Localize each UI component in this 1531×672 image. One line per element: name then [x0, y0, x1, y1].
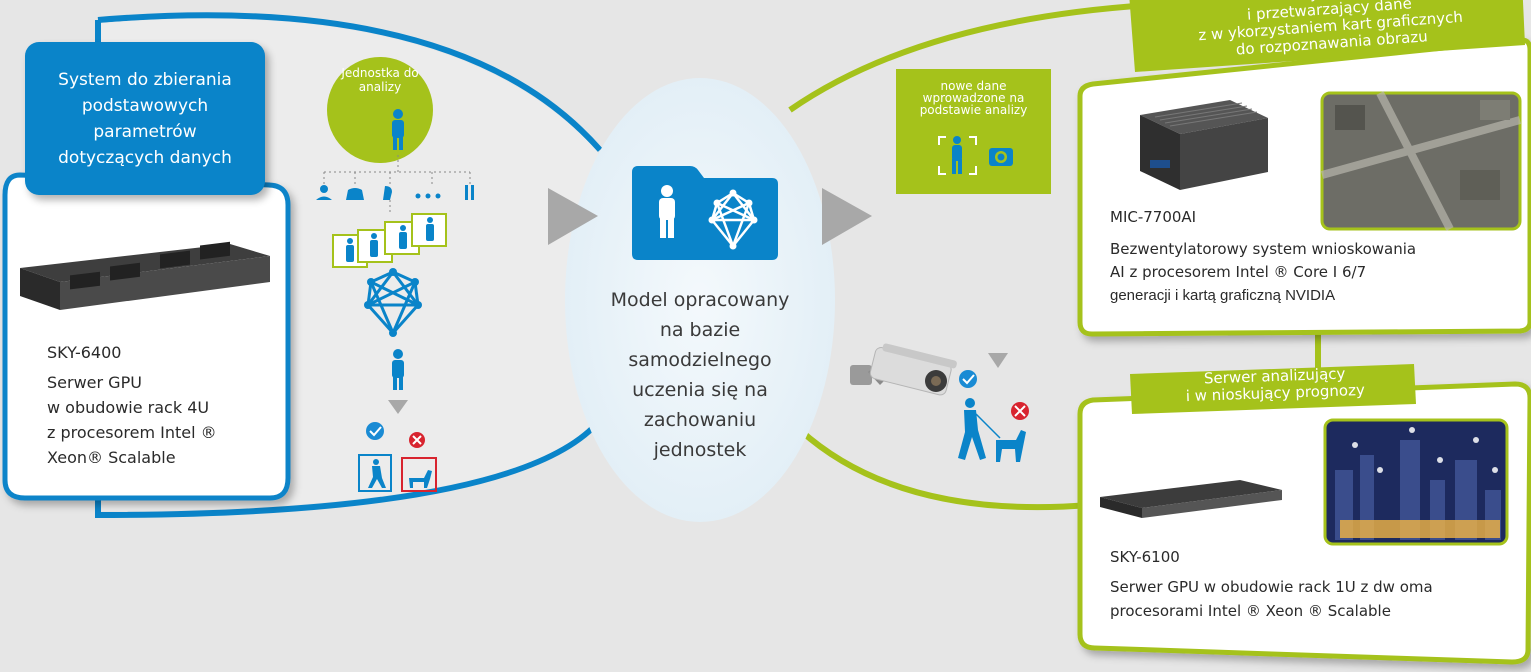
check-icon-left: [366, 422, 384, 440]
center-text-line: Model opracowany: [610, 289, 790, 311]
person-walking-dog-icon: [958, 398, 1026, 462]
sky6400-desc-line: z procesorem Intel ®: [47, 423, 217, 442]
unit-label-line: analizy: [358, 80, 402, 94]
camera-icon: [989, 148, 1013, 166]
sky6100-server-image: [1100, 480, 1282, 518]
sky6100-description: Serwer GPU w obudowie rack 1U z dw oma p…: [1110, 575, 1520, 623]
new-data-line: nowe dane: [940, 79, 1007, 93]
left-blue-arc: [95, 12, 603, 519]
mic7700ai-description: Bezwentylatorowy system wnioskowania AI …: [1110, 238, 1416, 307]
folder-person-icon: [659, 185, 675, 238]
unit-label: Jednostka do analizy: [330, 66, 430, 94]
left-title-line: podstawowych: [81, 95, 209, 116]
person-icon-result: [392, 349, 404, 390]
mic-desc-line: Bezwentylatorowy system wnioskowania: [1110, 240, 1417, 258]
sky6100-model: SKY-6100: [1110, 548, 1180, 566]
folder-icon: [632, 166, 778, 260]
sky6400-description: Serwer GPU w obudowie rack 4U z procesor…: [47, 370, 217, 470]
sky6400-desc-line: w obudowie rack 4U: [47, 398, 210, 417]
left-title-line: dotyczących danych: [58, 147, 232, 168]
down-arrow-right: [988, 353, 1008, 368]
left-title-box: System do zbierania podstawowych paramet…: [25, 42, 265, 195]
center-model-text: Model opracowany na bazie samodzielnego …: [585, 285, 815, 465]
person-icon-circle: [392, 109, 404, 150]
left-title-line: parametrów: [93, 121, 197, 142]
hierarchy-lines: [323, 155, 471, 186]
unit-circle: [327, 57, 433, 163]
center-text-line: jednostek: [653, 439, 747, 461]
center-text-line: samodzielnego: [628, 349, 772, 371]
new-data-line: wprowadzone na: [922, 91, 1025, 105]
top-right-banner: [1129, 0, 1525, 72]
check-icon-right: [959, 370, 977, 388]
walker-frame: [358, 454, 392, 492]
down-arrow-left: [388, 400, 408, 414]
center-text-line: na bazie: [659, 319, 741, 341]
mic-desc-line: AI z procesorem Intel ® Core I 6/7: [1110, 263, 1367, 281]
unit-label-line: Jednostka do: [341, 66, 419, 80]
left-title-line: System do zbierania: [58, 69, 232, 90]
center-text-line: zachowaniu: [643, 409, 757, 431]
dog-frame: [401, 457, 437, 492]
arrow-left: [548, 188, 598, 245]
mic-desc-line: generacji i kartą graficzną NVIDIA: [1110, 287, 1336, 304]
sky6400-desc-line: Serwer GPU: [47, 373, 142, 392]
mic7700ai-image: [1140, 100, 1268, 190]
arrow-right: [822, 188, 872, 245]
sky6400-server-image: [20, 241, 270, 310]
sky6100-desc-line: procesorami Intel ® Xeon ® Scalable: [1110, 602, 1391, 620]
new-data-line: podstawie analizy: [919, 103, 1028, 117]
new-data-label: nowe dane wprowadzone na podstawie anali…: [896, 80, 1051, 116]
sky6400-model: SKY-6400: [47, 343, 122, 362]
sky6400-desc-line: Xeon® Scalable: [47, 448, 176, 467]
attribute-icons: [316, 185, 474, 200]
center-text-line: uczenia się na: [632, 379, 768, 401]
focus-person-icon: [938, 136, 977, 175]
right-green-arc: [788, 2, 1151, 113]
security-camera-icon: [850, 343, 957, 396]
mic7700ai-model: MIC-7700AI: [1110, 208, 1197, 226]
bottom-right-banner: [1130, 364, 1416, 414]
sky6100-desc-line: Serwer GPU w obudowie rack 1U z dw oma: [1110, 578, 1433, 596]
photo-people: [346, 217, 434, 262]
